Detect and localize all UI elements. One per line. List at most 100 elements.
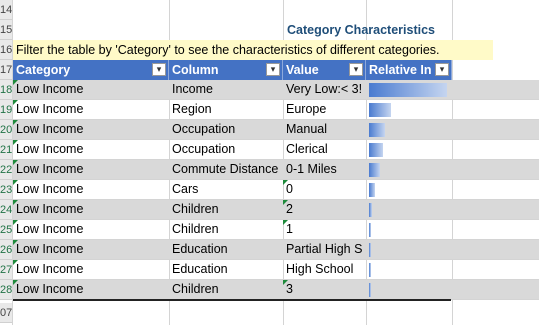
error-indicator-icon <box>13 100 18 105</box>
row-header[interactable]: 16 <box>0 40 12 60</box>
cell-value[interactable]: High School <box>286 262 354 276</box>
error-indicator-icon <box>13 220 18 225</box>
row-header[interactable]: 27 <box>0 260 12 280</box>
cell-value[interactable]: 0-1 Miles <box>286 162 337 176</box>
cell-relative-impact[interactable] <box>366 140 452 159</box>
cell-column[interactable]: Children <box>172 282 219 296</box>
cell-column[interactable]: Commute Distance <box>172 162 279 176</box>
cell-relative-impact[interactable] <box>366 80 452 99</box>
cell-category[interactable]: Low Income <box>13 180 169 199</box>
cell-category[interactable]: Low Income <box>13 160 169 179</box>
cell-category[interactable]: Low Income <box>13 220 169 239</box>
row-header[interactable]: 21 <box>0 140 12 160</box>
error-indicator-icon <box>13 260 18 265</box>
cell-column[interactable]: Income <box>172 82 213 96</box>
header-column-label: Column <box>172 63 219 77</box>
header-value[interactable]: Value ▾ <box>283 60 366 80</box>
cell-column[interactable]: Cars <box>172 182 199 196</box>
error-indicator-icon <box>13 240 18 245</box>
filter-dropdown-icon[interactable]: ▾ <box>152 63 166 76</box>
header-category-label: Category <box>16 63 71 77</box>
cell-relative-impact[interactable] <box>366 200 452 219</box>
impact-data-bar <box>369 83 447 97</box>
row-header[interactable]: 24 <box>0 200 12 220</box>
cell-relative-impact[interactable] <box>366 120 452 139</box>
row-header[interactable]: 20 <box>0 120 12 140</box>
cell-column[interactable]: Region <box>172 102 212 116</box>
cell-relative-impact[interactable] <box>366 180 452 199</box>
row-header[interactable]: 15 <box>0 20 12 40</box>
row-header[interactable]: 23 <box>0 180 12 200</box>
cell-category[interactable]: Low Income <box>13 240 169 259</box>
impact-data-bar <box>369 103 391 117</box>
cell-column[interactable]: Children <box>172 222 219 236</box>
cell-value[interactable]: Manual <box>286 122 327 136</box>
row-header[interactable]: 19 <box>0 100 12 120</box>
chevron-down-icon[interactable]: ▾ <box>435 63 449 76</box>
header-relative-impact[interactable]: Relative In ▾ <box>366 60 452 80</box>
cell-relative-impact[interactable] <box>366 160 452 179</box>
impact-data-bar <box>369 243 371 257</box>
cell-category[interactable]: Low Income <box>13 280 169 299</box>
row-header[interactable]: 17 <box>0 60 12 80</box>
row-header[interactable]: 14 <box>0 0 12 20</box>
cell-value[interactable]: 0 <box>283 180 366 199</box>
row-header[interactable]: 28 <box>0 280 12 300</box>
cell-value[interactable]: 1 <box>283 220 366 239</box>
gridline <box>12 0 13 325</box>
cell-column[interactable]: Education <box>172 242 228 256</box>
number-as-text-indicator-icon <box>283 220 288 225</box>
row-header[interactable]: 18 <box>0 80 12 100</box>
impact-data-bar <box>369 263 371 277</box>
cell-value[interactable]: Very Low:< 3! <box>286 82 363 96</box>
number-as-text-indicator-icon <box>283 180 288 185</box>
cell-value[interactable]: Clerical <box>286 142 328 156</box>
cell-column[interactable]: Children <box>172 202 219 216</box>
cell-relative-impact[interactable] <box>366 100 452 119</box>
cell-category[interactable]: Low Income <box>13 260 169 279</box>
header-value-label: Value <box>286 63 319 77</box>
cell-relative-impact[interactable] <box>366 240 452 259</box>
table-title[interactable]: Category Characteristics <box>287 23 435 37</box>
chevron-down-icon[interactable]: ▾ <box>266 63 280 76</box>
cell-relative-impact[interactable] <box>366 280 452 299</box>
impact-data-bar <box>369 183 375 197</box>
cell-column[interactable]: Occupation <box>172 122 236 136</box>
cell-value[interactable]: 3 <box>283 280 366 299</box>
cell-relative-impact[interactable] <box>366 260 452 279</box>
error-indicator-icon <box>13 280 18 285</box>
cell-category[interactable]: Low Income <box>13 120 169 139</box>
row-header[interactable]: 25 <box>0 220 12 240</box>
cell-column[interactable]: Occupation <box>172 142 236 156</box>
cell-category[interactable]: Low Income <box>13 100 169 119</box>
header-column[interactable]: Column ▾ <box>169 60 283 80</box>
row-header[interactable]: 22 <box>0 160 12 180</box>
table-bottom-border <box>13 299 451 301</box>
impact-data-bar <box>369 203 372 217</box>
cell-category[interactable]: Low Income <box>13 140 169 159</box>
impact-data-bar <box>369 123 385 137</box>
filter-instruction-note[interactable]: Filter the table by 'Category' to see th… <box>13 40 493 60</box>
error-indicator-icon <box>13 80 18 85</box>
cell-relative-impact[interactable] <box>366 220 452 239</box>
cell-column[interactable]: Education <box>172 262 228 276</box>
chevron-down-icon[interactable]: ▾ <box>349 63 363 76</box>
cell-category[interactable]: Low Income <box>13 200 169 219</box>
row-header[interactable]: 26 <box>0 240 12 260</box>
row-header[interactable]: 07 <box>0 303 12 323</box>
header-category[interactable]: Category ▾ <box>13 60 169 80</box>
cell-category[interactable]: Low Income <box>13 80 169 99</box>
error-indicator-icon <box>13 160 18 165</box>
cell-value[interactable]: Europe <box>286 102 327 116</box>
cell-value[interactable]: 2 <box>283 200 366 219</box>
cell-value[interactable]: Partial High S <box>286 242 363 256</box>
impact-data-bar <box>369 223 371 237</box>
